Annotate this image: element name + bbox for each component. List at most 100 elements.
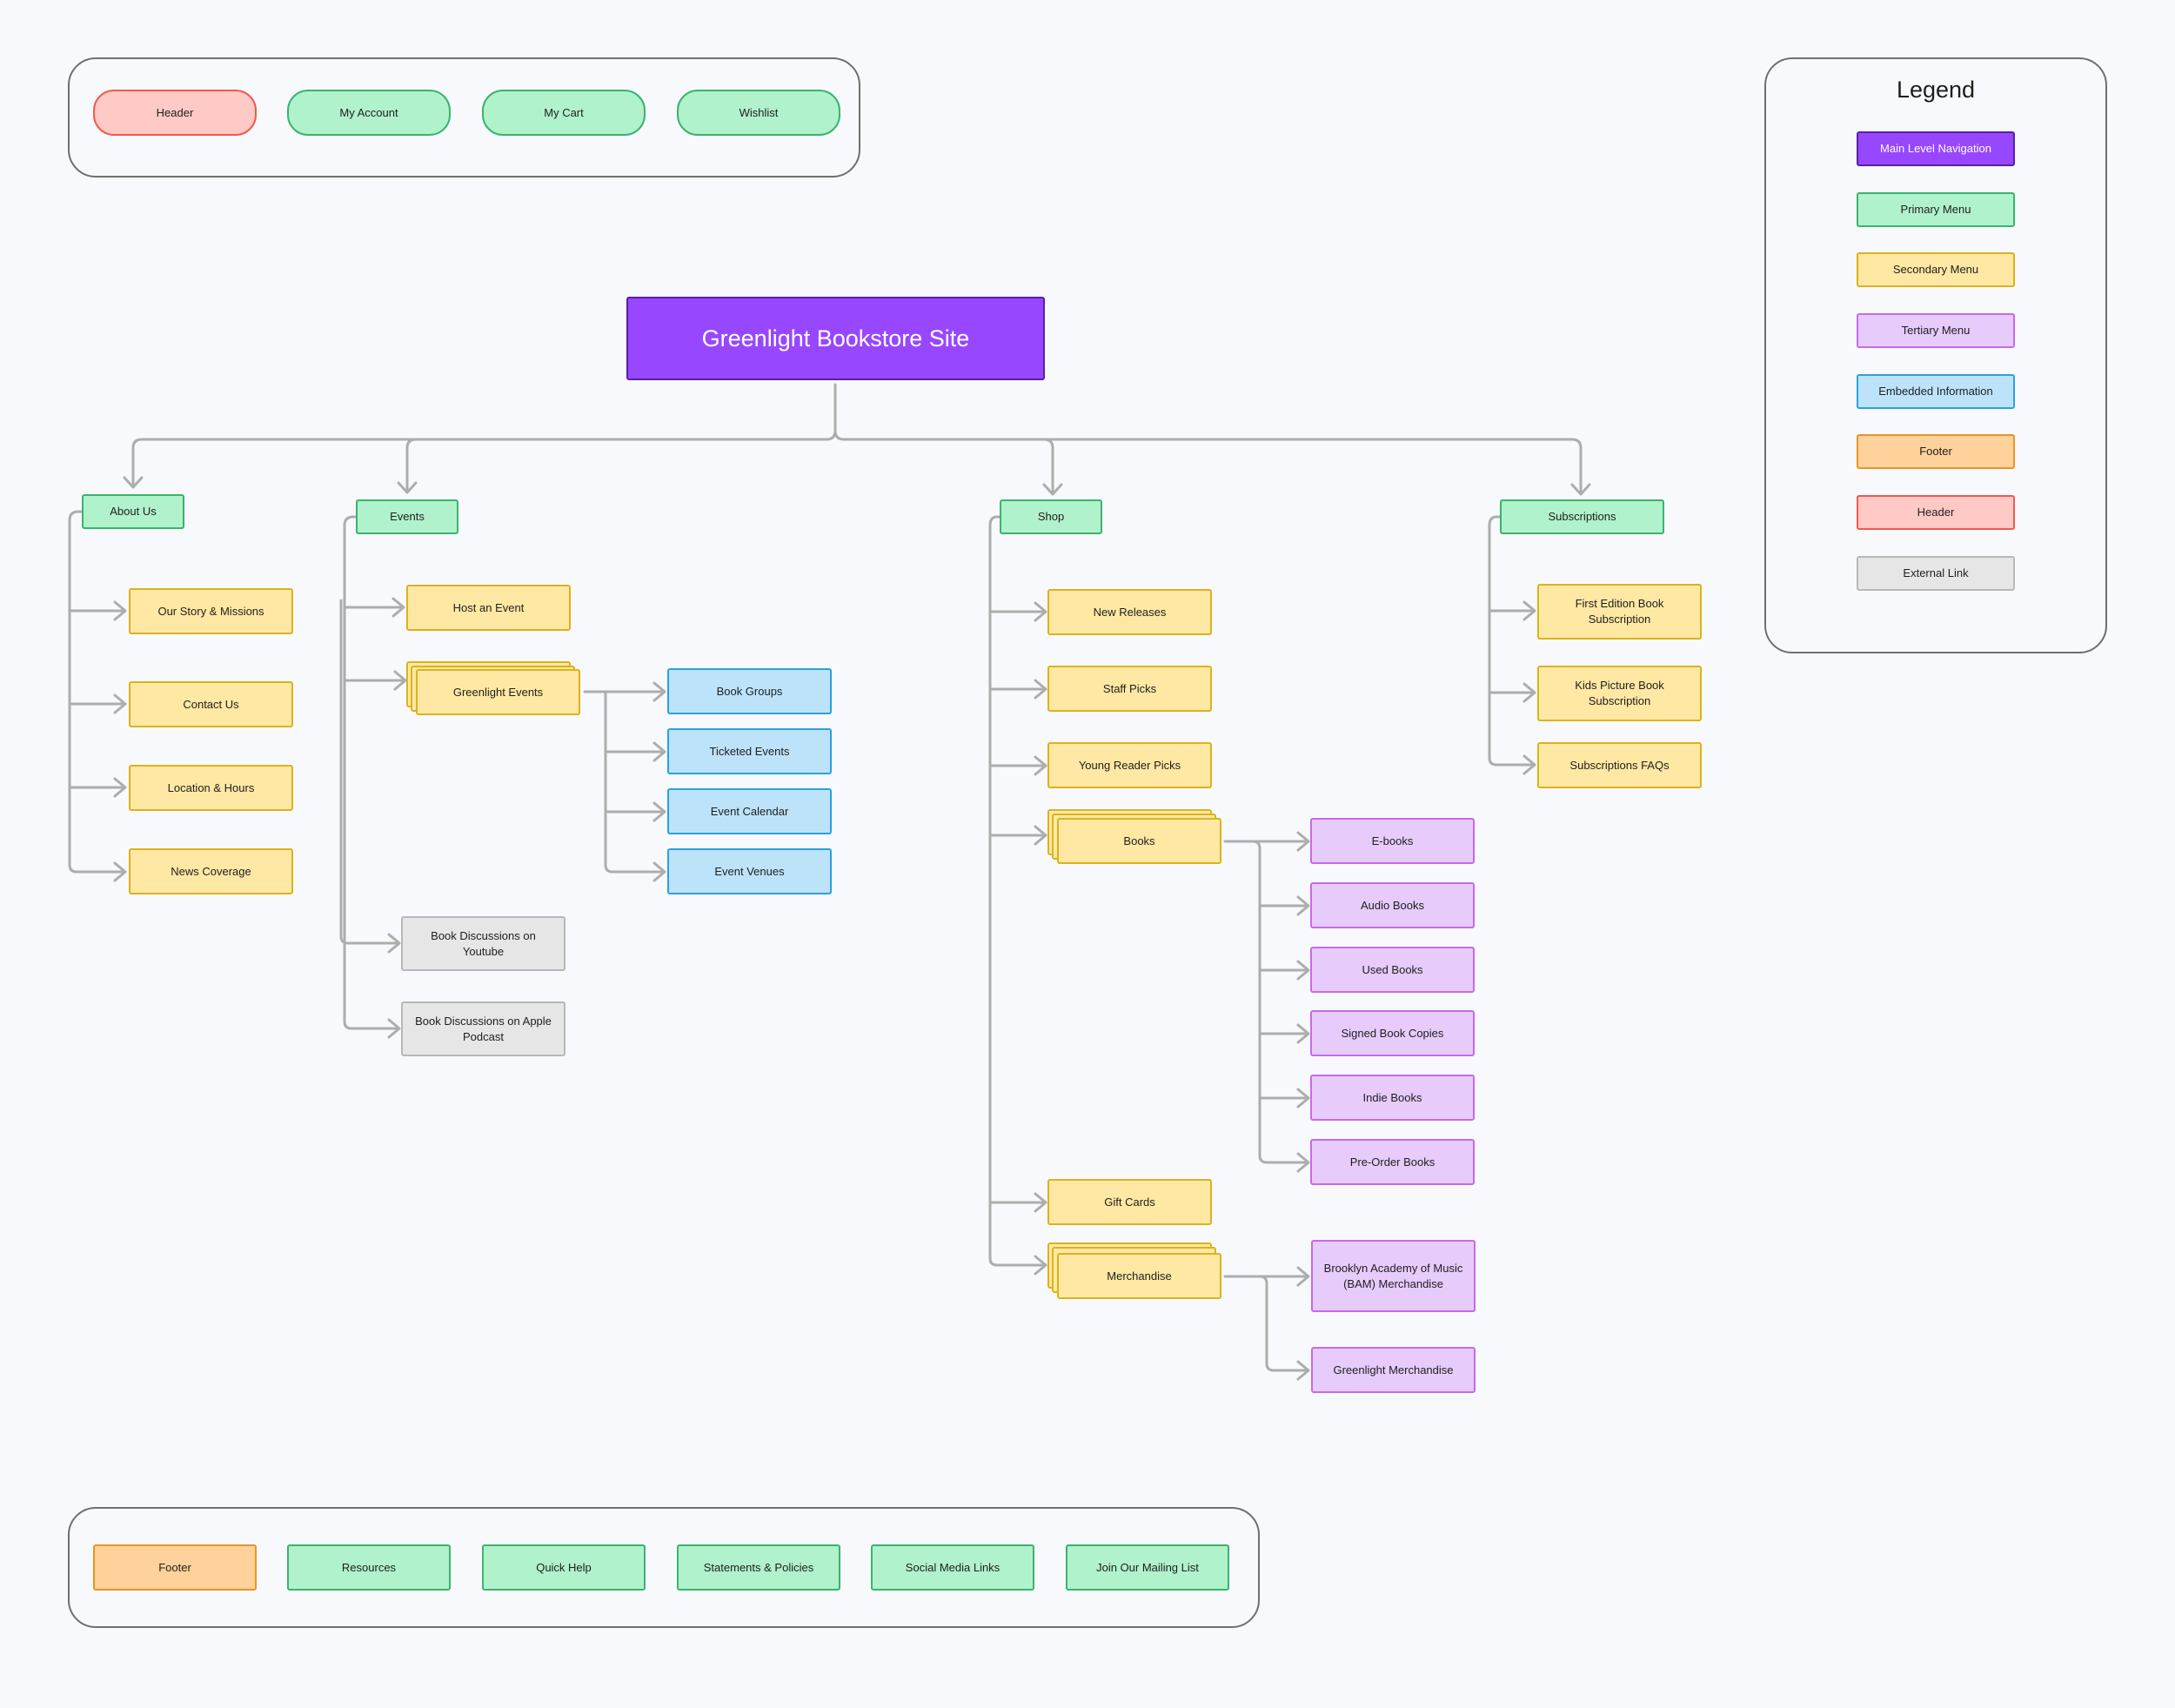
event-calendar-node: Event Calendar <box>667 788 832 834</box>
arrowhead-embedded-4 <box>652 861 666 882</box>
arrowhead-embedded-2 <box>652 741 666 762</box>
book-groups-node: Book Groups <box>667 668 832 714</box>
legend-secondary-menu: Secondary Menu <box>1857 252 2015 287</box>
connector-to-shop <box>1042 438 1054 494</box>
merchandise-node: Merchandise <box>1057 1253 1221 1299</box>
legend-tertiary-menu: Tertiary Menu <box>1857 313 2015 348</box>
legend-footer: Footer <box>1857 434 2015 469</box>
staff-picks-node: Staff Picks <box>1047 666 1212 712</box>
arrowhead-subs-3 <box>1522 754 1536 775</box>
arrowhead-shop-6 <box>1034 1255 1047 1276</box>
audio-books-node: Audio Books <box>1310 882 1475 928</box>
pre-order-books-node: Pre-Order Books <box>1310 1139 1475 1185</box>
bam-merchandise-node: Brooklyn Academy of Music (BAM) Merchand… <box>1311 1240 1476 1312</box>
quick-help-box: Quick Help <box>482 1544 646 1591</box>
events-node: Events <box>356 499 458 534</box>
footer-box: Footer <box>93 1544 257 1591</box>
arrowhead-subs-2 <box>1522 682 1536 703</box>
news-coverage-node: News Coverage <box>129 848 293 894</box>
arrowhead-shop-3 <box>1034 755 1047 776</box>
arrowhead-shop-5 <box>1034 1192 1047 1213</box>
arrowhead-subscriptions <box>1570 483 1591 496</box>
used-books-node: Used Books <box>1310 947 1475 993</box>
arrowhead-shop <box>1042 483 1063 496</box>
arrowhead-about-3 <box>113 777 127 798</box>
arrowhead-books-2 <box>1296 895 1310 916</box>
legend-external-link: External Link <box>1857 556 2015 591</box>
arrowhead-books-5 <box>1296 1088 1310 1109</box>
connector-merch-spine <box>1258 1275 1307 1372</box>
signed-copies-node: Signed Book Copies <box>1310 1010 1475 1056</box>
arrowhead-embedded-3 <box>652 801 666 822</box>
arrowhead-shop-2 <box>1034 679 1047 700</box>
legend-title: Legend <box>1896 77 1976 103</box>
arrowhead-books-6 <box>1296 1152 1310 1173</box>
connector-events-youtube <box>339 599 398 945</box>
location-hours-node: Location & Hours <box>129 765 293 811</box>
subscriptions-faqs-node: Subscriptions FAQs <box>1537 742 1702 788</box>
connector-bus-right <box>833 429 1583 494</box>
podcast-discussions-node: Book Discussions on Apple Podcast <box>401 1001 566 1056</box>
arrowhead-about-2 <box>113 693 127 714</box>
legend-panel <box>1764 57 2107 653</box>
legend-embedded-information: Embedded Information <box>1857 374 2015 409</box>
connector-subs-spine <box>1488 515 1533 767</box>
shop-node: Shop <box>1000 499 1102 534</box>
arrowhead-books-1 <box>1296 831 1310 852</box>
arrowhead-subs-1 <box>1522 600 1536 621</box>
arrowhead-events-youtube <box>387 933 401 954</box>
arrowhead-merch-1 <box>1296 1266 1310 1287</box>
my-cart-pill: My Cart <box>482 90 646 136</box>
legend-primary-menu: Primary Menu <box>1857 192 2015 227</box>
arrowhead-events-greenlight <box>393 670 407 691</box>
connector-events-spine <box>343 515 398 1030</box>
header-panel <box>68 57 860 177</box>
host-event-node: Host an Event <box>406 585 571 631</box>
arrowhead-events <box>397 481 418 494</box>
new-releases-node: New Releases <box>1047 589 1212 635</box>
greenlight-events-node: Greenlight Events <box>416 669 580 715</box>
about-us-node: About Us <box>82 494 184 529</box>
young-reader-picks-node: Young Reader Picks <box>1047 742 1212 788</box>
arrowhead-books-3 <box>1296 960 1310 981</box>
subscriptions-node: Subscriptions <box>1500 499 1664 534</box>
arrowhead-about-4 <box>113 861 127 882</box>
wishlist-pill: Wishlist <box>677 90 840 136</box>
connector-shop-spine <box>988 515 1044 1267</box>
greenlight-merchandise-node: Greenlight Merchandise <box>1311 1347 1476 1393</box>
arrowhead-shop-4 <box>1034 825 1047 846</box>
arrowhead-embedded-1 <box>652 681 666 702</box>
first-edition-subscription-node: First Edition Book Subscription <box>1537 584 1702 640</box>
mailing-list-box: Join Our Mailing List <box>1066 1544 1229 1591</box>
footer-panel <box>68 1507 1260 1628</box>
my-account-pill: My Account <box>287 90 451 136</box>
connector-to-events <box>405 438 418 492</box>
arrowhead-books-4 <box>1296 1023 1310 1044</box>
contact-us-node: Contact Us <box>129 681 293 727</box>
arrowhead-shop-1 <box>1034 601 1047 622</box>
resources-box: Resources <box>287 1544 451 1591</box>
gift-cards-node: Gift Cards <box>1047 1179 1212 1225</box>
indie-books-node: Indie Books <box>1310 1075 1475 1121</box>
arrowhead-events-host <box>392 597 405 618</box>
connector-embedded-spine <box>604 690 663 874</box>
connector-about-spine <box>68 510 124 874</box>
arrowhead-about-1 <box>113 600 127 621</box>
kids-picture-book-subscription-node: Kids Picture Book Subscription <box>1537 666 1702 721</box>
connector-root-trunk <box>131 383 837 487</box>
connector-books-spine <box>1251 840 1307 1164</box>
event-venues-node: Event Venues <box>667 848 832 894</box>
ebooks-node: E-books <box>1310 818 1475 864</box>
statements-policies-box: Statements & Policies <box>677 1544 840 1591</box>
books-node: Books <box>1057 818 1221 864</box>
arrowhead-events-podcast <box>387 1018 401 1039</box>
youtube-discussions-node: Book Discussions on Youtube <box>401 916 566 971</box>
legend-main-level-navigation: Main Level Navigation <box>1857 131 2015 166</box>
social-media-links-box: Social Media Links <box>871 1544 1034 1591</box>
ticketed-events-node: Ticketed Events <box>667 728 832 774</box>
header-pill: Header <box>93 90 257 136</box>
our-story-node: Our Story & Missions <box>129 588 293 634</box>
arrowhead-about <box>123 476 144 489</box>
legend-header: Header <box>1857 495 2015 530</box>
